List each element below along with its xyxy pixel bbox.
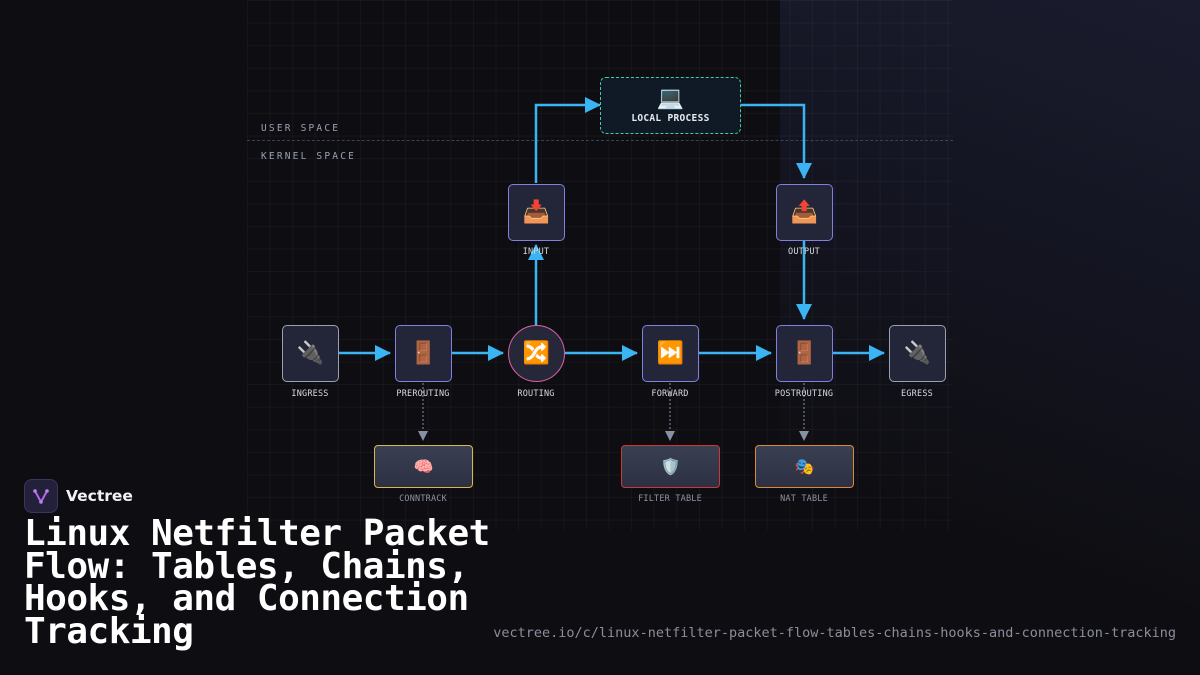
routing-label: ROUTING	[517, 389, 555, 399]
page-title: Linux Netfilter Packet Flow: Tables, Cha…	[24, 513, 490, 652]
nat-table-label: NAT TABLE	[780, 494, 828, 504]
outbox-tray-icon: 📤	[790, 200, 819, 225]
plug-icon: 🔌	[903, 341, 932, 366]
arrow-input-local	[534, 97, 601, 183]
vectree-logo-icon	[24, 479, 58, 513]
postrouting-node: 🚪	[776, 325, 833, 382]
input-label: INPUT	[522, 247, 550, 257]
egress-node: 🔌	[889, 325, 946, 382]
shield-icon: 🛡️	[660, 457, 681, 476]
brand: Vectree	[24, 479, 133, 513]
routing-node: 🔀	[508, 325, 565, 382]
filter-table-box: 🛡️	[621, 445, 720, 488]
ingress-label: INGRESS	[291, 389, 329, 399]
conntrack-box: 🧠	[374, 445, 473, 488]
brand-name: Vectree	[66, 487, 133, 505]
nat-table-box: 🎭	[755, 445, 854, 488]
prerouting-label: PREROUTING	[396, 389, 450, 399]
input-node: 📥	[508, 184, 565, 241]
background-glow	[780, 0, 1200, 675]
brain-icon: 🧠	[413, 457, 434, 476]
ingress-node: 🔌	[282, 325, 339, 382]
prerouting-node: 🚪	[395, 325, 452, 382]
shuffle-icon: 🔀	[522, 341, 551, 366]
egress-label: EGRESS	[901, 389, 933, 399]
page-url: vectree.io/c/linux-netfilter-packet-flow…	[493, 625, 1176, 641]
output-node: 📤	[776, 184, 833, 241]
door-icon: 🚪	[409, 341, 438, 366]
inbox-tray-icon: 📥	[522, 200, 551, 225]
local-process-box: 💻 LOCAL PROCESS	[600, 77, 741, 134]
plug-icon: 🔌	[296, 341, 325, 366]
forward-node: ⏭️	[642, 325, 699, 382]
door-icon: 🚪	[790, 341, 819, 366]
local-process-label: LOCAL PROCESS	[631, 113, 710, 124]
conntrack-label: CONNTRACK	[399, 494, 447, 504]
arrow-local-output	[741, 103, 812, 179]
laptop-icon: 💻	[656, 86, 685, 111]
filter-table-label: FILTER TABLE	[638, 494, 702, 504]
space-divider	[247, 140, 953, 141]
fast-forward-icon: ⏭️	[656, 341, 685, 366]
postrouting-label: POSTROUTING	[774, 389, 834, 399]
kernel-space-label: KERNEL SPACE	[261, 151, 357, 162]
theater-masks-icon: 🎭	[794, 457, 815, 476]
forward-label: FORWARD	[651, 389, 689, 399]
output-label: OUTPUT	[788, 247, 820, 257]
user-space-label: USER SPACE	[261, 123, 341, 134]
